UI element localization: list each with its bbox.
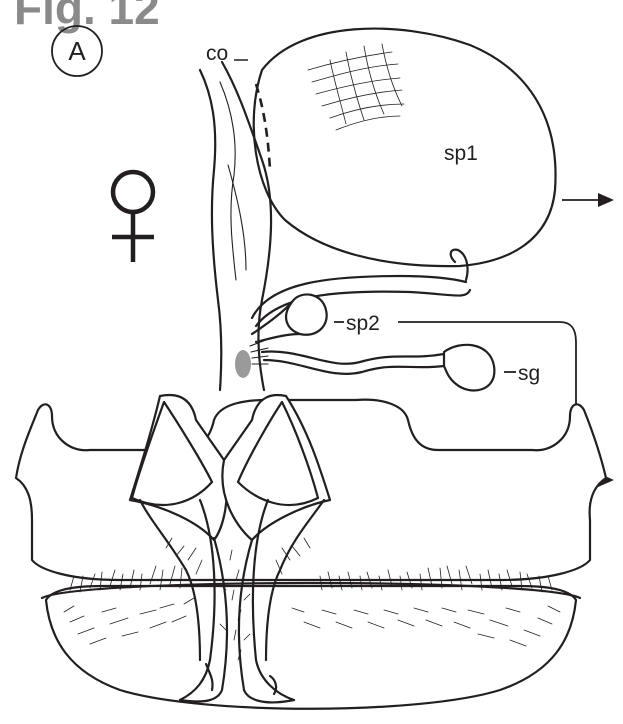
- label-co: co: [206, 42, 248, 65]
- female-symbol: [112, 172, 154, 262]
- label-sp2: sp2: [334, 312, 380, 335]
- arrow-right-top-icon: [562, 193, 614, 207]
- gland-spot: [235, 350, 251, 378]
- spermatheca-1: [254, 29, 556, 280]
- label-sg: sg: [504, 362, 540, 385]
- svg-text:sp1: sp1: [444, 142, 478, 165]
- panel-letter: A: [68, 36, 86, 66]
- genital-plate: [16, 395, 606, 709]
- svg-text:sp2: sp2: [346, 312, 380, 335]
- spermathecal-gland: [262, 345, 494, 391]
- svg-text:co: co: [206, 42, 228, 65]
- label-sp1: sp1: [444, 142, 478, 165]
- svg-text:sg: sg: [518, 362, 540, 385]
